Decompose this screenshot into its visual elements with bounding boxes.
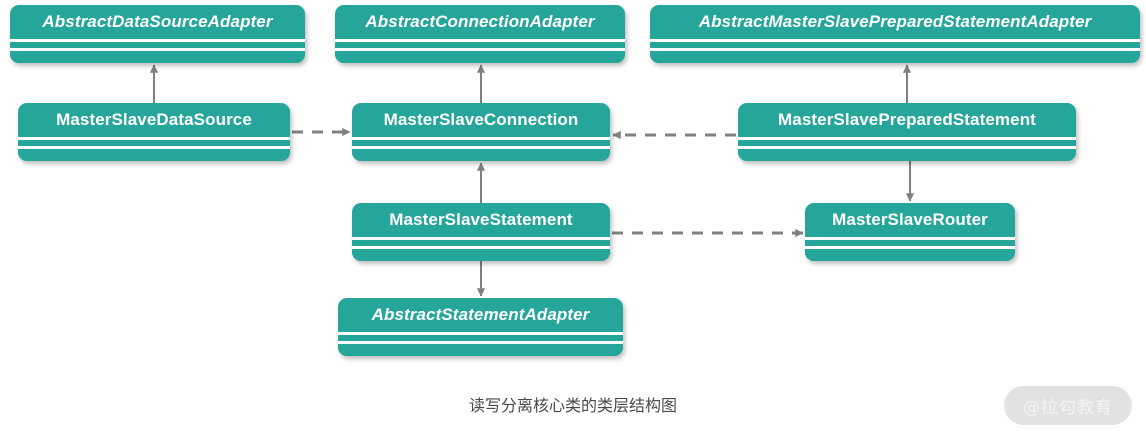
edges-group <box>149 64 915 297</box>
uml-attribute-separator <box>738 137 1076 140</box>
uml-class-MasterSlaveStatement[interactable]: MasterSlaveStatement <box>352 203 610 261</box>
uml-attribute-separator <box>650 39 1140 42</box>
uml-operation-separator <box>738 146 1076 149</box>
uml-class-name: AbstractDataSourceAdapter <box>42 12 273 31</box>
uml-operations-compartment <box>738 149 1076 161</box>
uml-operations-compartment <box>650 51 1140 63</box>
uml-class-AbstractStatementAdapter[interactable]: AbstractStatementAdapter <box>338 298 623 356</box>
uml-operations-compartment <box>338 344 623 356</box>
uml-attributes-compartment <box>10 42 305 48</box>
uml-operations-compartment <box>805 249 1015 261</box>
uml-operation-separator <box>335 48 625 51</box>
uml-class-name: AbstractMasterSlavePreparedStatementAdap… <box>698 12 1092 31</box>
uml-operation-separator <box>352 246 610 249</box>
uml-operations-compartment <box>352 149 610 161</box>
uml-class-name: MasterSlaveRouter <box>832 210 988 229</box>
uml-class-name: AbstractConnectionAdapter <box>365 12 595 31</box>
uml-attribute-separator <box>352 237 610 240</box>
uml-attribute-separator <box>352 137 610 140</box>
uml-attributes-compartment <box>352 240 610 246</box>
uml-attribute-separator <box>10 39 305 42</box>
uml-attribute-separator <box>335 39 625 42</box>
uml-attributes-compartment <box>18 140 290 146</box>
uml-operations-compartment <box>18 149 290 161</box>
uml-attributes-compartment <box>805 240 1015 246</box>
uml-class-name: MasterSlaveStatement <box>389 210 573 229</box>
uml-class-MasterSlavePreparedStatement[interactable]: MasterSlavePreparedStatement <box>738 103 1076 161</box>
uml-operations-compartment <box>352 249 610 261</box>
diagram-caption: 读写分离核心类的类层结构图 <box>468 396 677 415</box>
uml-class-MasterSlaveDataSource[interactable]: MasterSlaveDataSource <box>18 103 290 161</box>
uml-attributes-compartment <box>338 335 623 341</box>
uml-attribute-separator <box>338 332 623 335</box>
uml-attribute-separator <box>18 137 290 140</box>
uml-attributes-compartment <box>650 42 1140 48</box>
watermark-badge: @拉勾教育 <box>1004 386 1132 425</box>
uml-operation-separator <box>338 341 623 344</box>
uml-operation-separator <box>650 48 1140 51</box>
uml-class-MasterSlaveRouter[interactable]: MasterSlaveRouter <box>805 203 1015 261</box>
uml-class-AbstractMasterSlavePreparedStatementAdapter[interactable]: AbstractMasterSlavePreparedStatementAdap… <box>650 5 1140 63</box>
uml-class-AbstractConnectionAdapter[interactable]: AbstractConnectionAdapter <box>335 5 625 63</box>
uml-attributes-compartment <box>738 140 1076 146</box>
uml-operations-compartment <box>10 51 305 63</box>
uml-operation-separator <box>18 146 290 149</box>
uml-class-MasterSlaveConnection[interactable]: MasterSlaveConnection <box>352 103 610 161</box>
uml-attribute-separator <box>805 237 1015 240</box>
uml-attributes-compartment <box>335 42 625 48</box>
uml-operation-separator <box>10 48 305 51</box>
uml-class-name: AbstractStatementAdapter <box>371 305 590 324</box>
uml-class-name: MasterSlaveDataSource <box>56 110 252 129</box>
uml-class-name: MasterSlaveConnection <box>383 110 579 129</box>
uml-class-name: MasterSlavePreparedStatement <box>778 110 1036 129</box>
uml-class-AbstractDataSourceAdapter[interactable]: AbstractDataSourceAdapter <box>10 5 305 63</box>
uml-operation-separator <box>805 246 1015 249</box>
uml-attributes-compartment <box>352 140 610 146</box>
uml-operations-compartment <box>335 51 625 63</box>
uml-operation-separator <box>352 146 610 149</box>
